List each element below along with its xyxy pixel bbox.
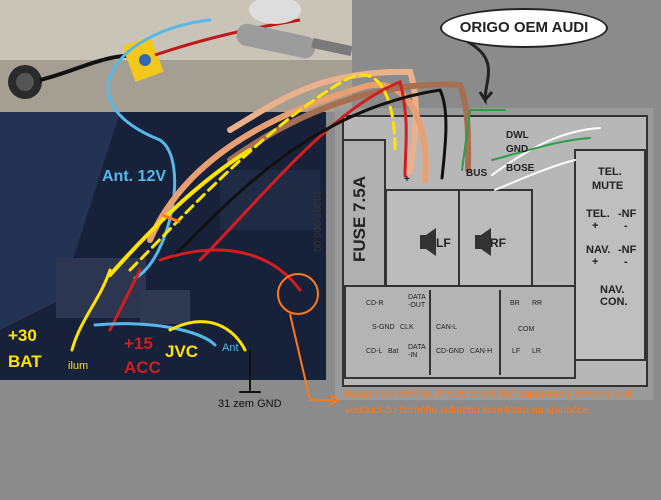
speaker-lf: LF <box>436 236 451 250</box>
speaker-symbols <box>420 228 491 256</box>
pin-com: COM <box>518 326 535 333</box>
pointer-arrow <box>467 40 494 106</box>
car-interior-photo <box>0 112 326 380</box>
pin-lf: LF <box>512 348 521 355</box>
label-con: CON. <box>600 296 628 308</box>
part-number: 18397-006.00 <box>311 190 322 252</box>
pin-can-l: CAN-L <box>436 324 458 331</box>
label-mute: MUTE <box>592 180 624 192</box>
label-ant: Ant <box>222 342 239 354</box>
switch-callout <box>161 213 340 406</box>
pin-gnd: GND <box>506 144 529 155</box>
label-ant12v: Ant. 12V <box>102 168 167 185</box>
label-jvc: JVC <box>165 342 199 361</box>
pin-clk: CLK <box>400 324 414 331</box>
label-gnd: 31 zem GND <box>218 398 282 410</box>
pin-bose: BOSE <box>506 163 535 174</box>
switch-note: Ke spínací skříňce. Prý by to měl být sa… <box>345 388 633 416</box>
label-tel: TEL. <box>598 166 622 178</box>
page-title: ORIGO OEM AUDI <box>459 19 589 36</box>
pin-data-out-1: DATA <box>408 294 426 301</box>
pin-bus: BUS <box>466 168 488 179</box>
label-plus-1: + <box>592 220 599 232</box>
pin-data-in-1: DATA <box>408 344 426 351</box>
title-bubble: ORIGO OEM AUDI <box>440 8 608 48</box>
pin-br: BR <box>510 300 520 307</box>
pin-rr: RR <box>532 300 543 307</box>
speaker-rf: RF <box>490 236 506 250</box>
label-nf: -NF <box>618 208 637 220</box>
fuse-label: FUSE 7.5A <box>350 176 369 262</box>
label-nf-2: -NF <box>618 244 637 256</box>
label-minus-1: - <box>624 220 628 232</box>
pin-plus: + <box>404 174 410 185</box>
label-plus-2: + <box>592 256 599 268</box>
label-nav: NAV. <box>586 244 611 256</box>
pin-data-in-2: -IN <box>408 352 418 359</box>
iso-connector <box>335 108 653 400</box>
label-tel-2: TEL. <box>586 208 610 220</box>
antenna-adapter-photo <box>0 0 353 112</box>
pin-cdr: CD-R <box>366 300 384 307</box>
pin-bat: Bat <box>388 348 399 355</box>
label-acc: ACC <box>124 358 161 377</box>
pin-dwl: DWL <box>506 130 529 141</box>
label-nav-2: NAV. <box>600 284 625 296</box>
label-ilum: ilum <box>68 360 89 372</box>
pin-lr: LR <box>532 348 541 355</box>
pin-can-h: CAN-H <box>470 348 493 355</box>
pin-cd-gnd: CD-GND <box>436 348 464 355</box>
label-acc15: +15 <box>124 334 153 353</box>
label-bat30: +30 <box>8 326 37 345</box>
pin-sgnd: S-GND <box>372 324 395 331</box>
pin-data-out-2: -OUT <box>408 302 426 309</box>
label-minus-2: - <box>624 256 628 268</box>
wires <box>70 18 601 393</box>
pin-cdl: CD-L <box>366 348 383 355</box>
label-bat: BAT <box>8 352 42 371</box>
